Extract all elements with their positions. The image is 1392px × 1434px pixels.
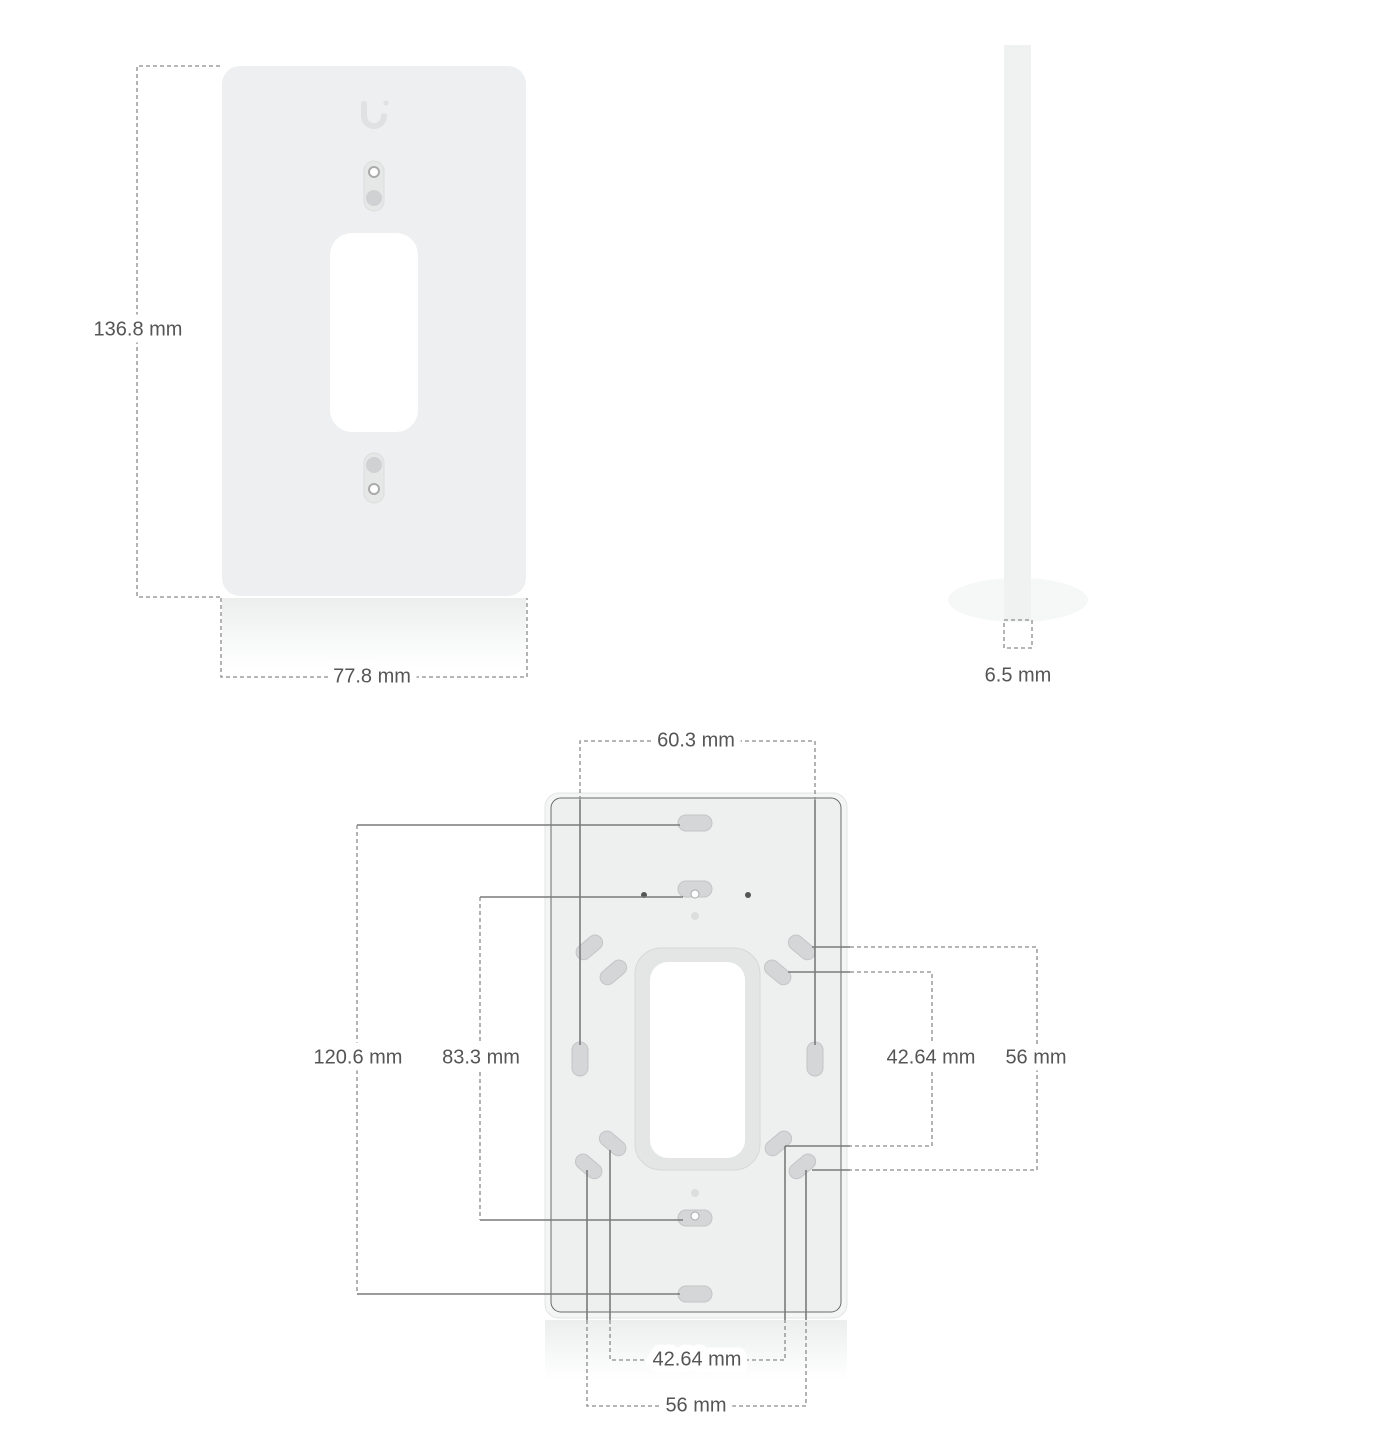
side-profile <box>948 45 1088 622</box>
front-plate-reflection <box>222 598 526 668</box>
bottom-screw-icon <box>366 457 382 473</box>
side-profile-body <box>1004 45 1031 620</box>
side-depth-label: 6.5 mm <box>985 664 1052 686</box>
back-cutout <box>650 962 745 1158</box>
bottom-screw-hole <box>368 483 380 495</box>
front-height-label: 136.8 mm <box>94 318 183 340</box>
right-inner-label: 42.64 mm <box>887 1046 976 1068</box>
top-slot <box>677 814 713 832</box>
top-screw-hole <box>368 166 380 178</box>
bottom-slot <box>677 1285 713 1303</box>
outer-vertical-label: 120.6 mm <box>314 1046 403 1068</box>
diagonal-slot <box>599 959 628 986</box>
bottom-outer-label: 56 mm <box>665 1394 726 1416</box>
right-vertical-slot <box>806 1041 824 1077</box>
left-vertical-slot <box>571 1041 589 1077</box>
top-spacing-label: 60.3 mm <box>657 729 735 751</box>
front-width-label: 77.8 mm <box>333 665 411 687</box>
diagonal-slot <box>575 934 604 961</box>
top-screw-icon <box>366 190 382 206</box>
diagonal-slot <box>574 1153 603 1180</box>
inner-vertical-label: 83.3 mm <box>442 1046 520 1068</box>
front-plate <box>222 66 526 668</box>
diagonal-slot <box>764 1130 793 1157</box>
side-depth-dimension: 6.5 mm <box>978 619 1058 693</box>
back-plate-reflection <box>545 1320 847 1380</box>
diagonal-slot <box>788 1153 817 1180</box>
diagonal-slot <box>787 934 816 961</box>
right-outer-label: 56 mm <box>1005 1046 1066 1068</box>
bottom-inner-label: 42.64 mm <box>653 1348 742 1370</box>
front-height-dimension: 136.8 mm <box>87 65 220 598</box>
diagonal-slot <box>763 959 792 986</box>
back-plate <box>544 792 848 1380</box>
front-cutout <box>330 233 418 432</box>
diagonal-slot <box>598 1130 627 1157</box>
ubiquiti-logo <box>361 100 389 129</box>
